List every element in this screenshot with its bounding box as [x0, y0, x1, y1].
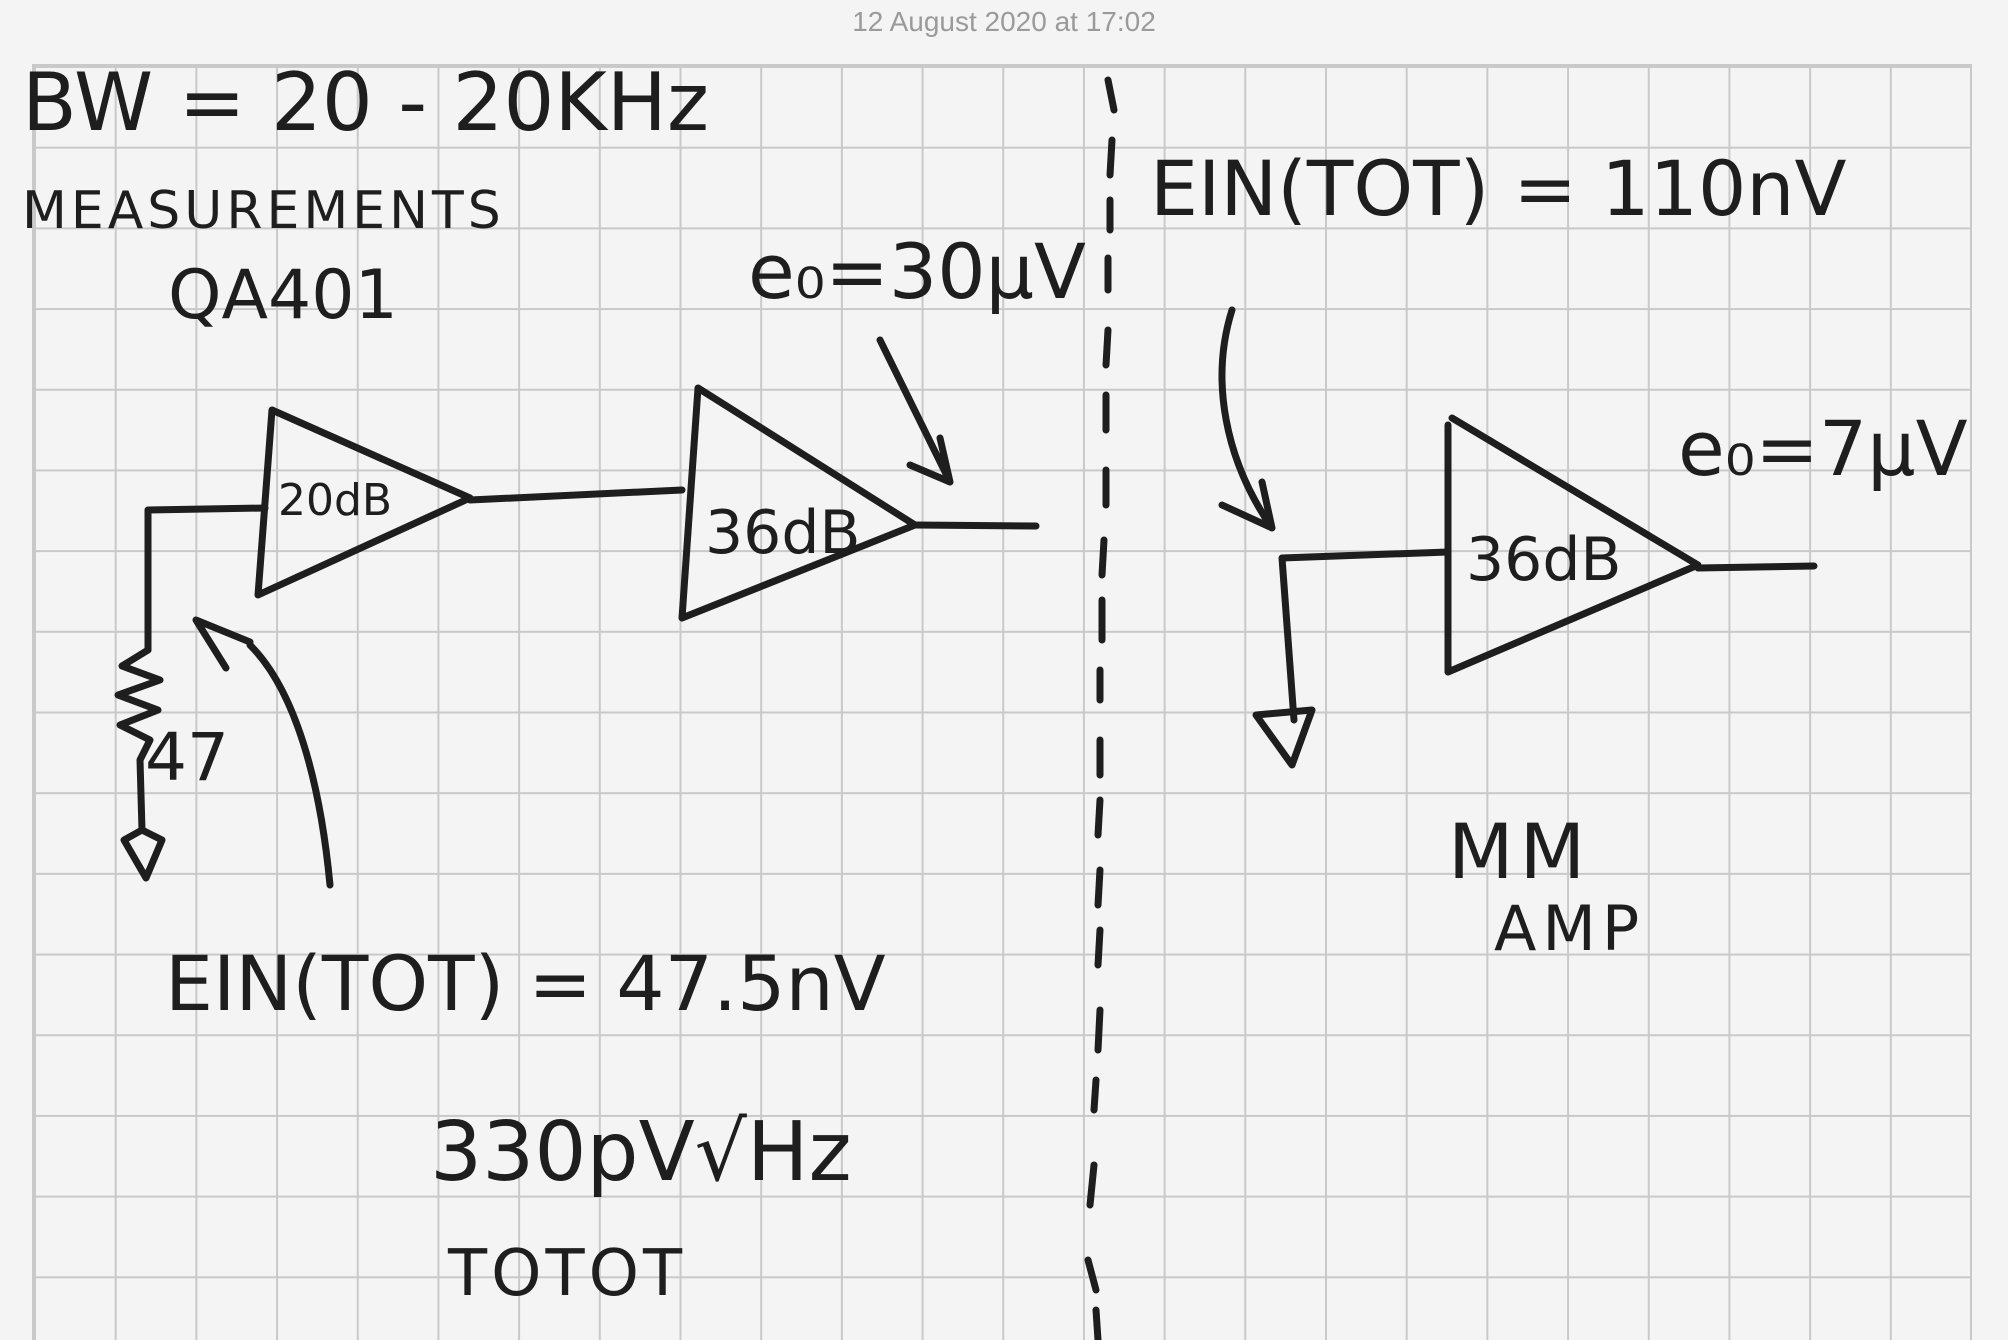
noise-density-subnote: TOTOT	[447, 1237, 686, 1311]
arrow-input-noise-right	[1218, 306, 1276, 532]
resistor-zigzag	[114, 646, 164, 834]
arrow-output-left	[876, 336, 954, 486]
input-noise-right: EIN(TOT) = 110nV	[1150, 144, 1846, 233]
amplifier-2-triangle	[678, 384, 919, 622]
amplifier-1-gain: 20dB	[278, 475, 392, 526]
arrow-input-noise	[192, 616, 334, 889]
ground-symbol-left	[120, 826, 166, 882]
ground-symbol-right	[1252, 706, 1316, 769]
input-wire-right	[1278, 548, 1452, 724]
amplifier-3-triangle	[1444, 414, 1702, 676]
noise-density-note: 330pV√Hz	[430, 1105, 852, 1200]
amp-label-line1: MM	[1448, 807, 1591, 896]
grid-paper	[32, 64, 1972, 1340]
wire-amp2-output	[911, 521, 1040, 530]
amp-label-line2: AMP	[1494, 892, 1645, 965]
output-voltage-right: e₀=7μV	[1678, 404, 1968, 493]
wire-amp1-amp2	[466, 486, 686, 504]
amplifier-2-gain: 36dB	[705, 498, 861, 568]
instrument-note: QA401	[168, 256, 398, 335]
measurements-note: MEASUREMENTS	[22, 181, 505, 241]
amplifier-3-gain: 36dB	[1466, 525, 1622, 595]
dashed-divider	[1084, 76, 1118, 1340]
wire-amp3-output	[1694, 562, 1818, 572]
resistor-value: 47	[145, 719, 229, 796]
input-noise-left: EIN(TOT) = 47.5nV	[165, 939, 886, 1028]
input-wire-left	[144, 504, 269, 654]
note-timestamp: 12 August 2020 at 17:02	[852, 6, 1156, 37]
bandwidth-note: BW = 20 - 20KHz	[22, 56, 709, 149]
amplifier-1-triangle	[254, 406, 474, 599]
output-voltage-left: e₀=30μV	[748, 227, 1086, 316]
